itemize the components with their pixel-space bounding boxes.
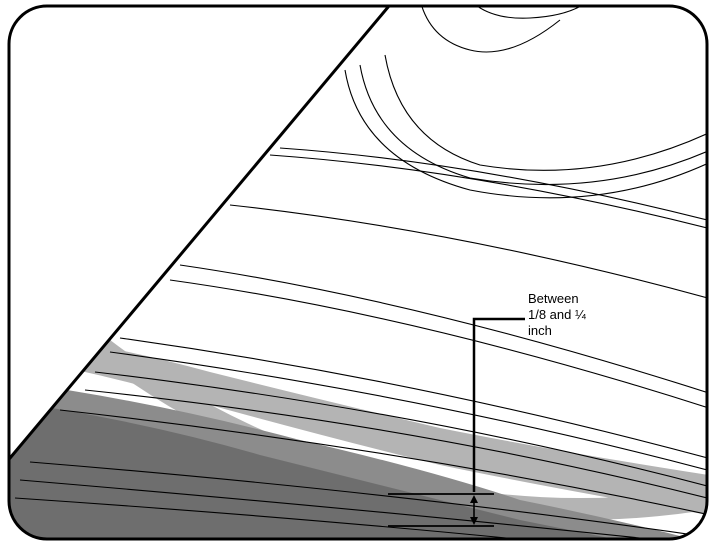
- diagram-frame: [7, 4, 709, 541]
- dark-gray-sidewall: [9, 400, 707, 539]
- light-gray-band: [9, 330, 707, 516]
- section-cut-edge: [9, 6, 396, 471]
- measurement-arrow-icon: [470, 495, 478, 525]
- callout-line-3: inch: [528, 323, 552, 338]
- rim-grooves: [14, 6, 707, 539]
- callout-label: Between 1/8 and ¼ inch: [528, 291, 648, 339]
- callout-line-1: Between: [528, 291, 579, 306]
- leader-line: [472, 317, 525, 492]
- callout-line-2: 1/8 and ¼: [528, 307, 586, 322]
- measurement-callout: [388, 317, 525, 527]
